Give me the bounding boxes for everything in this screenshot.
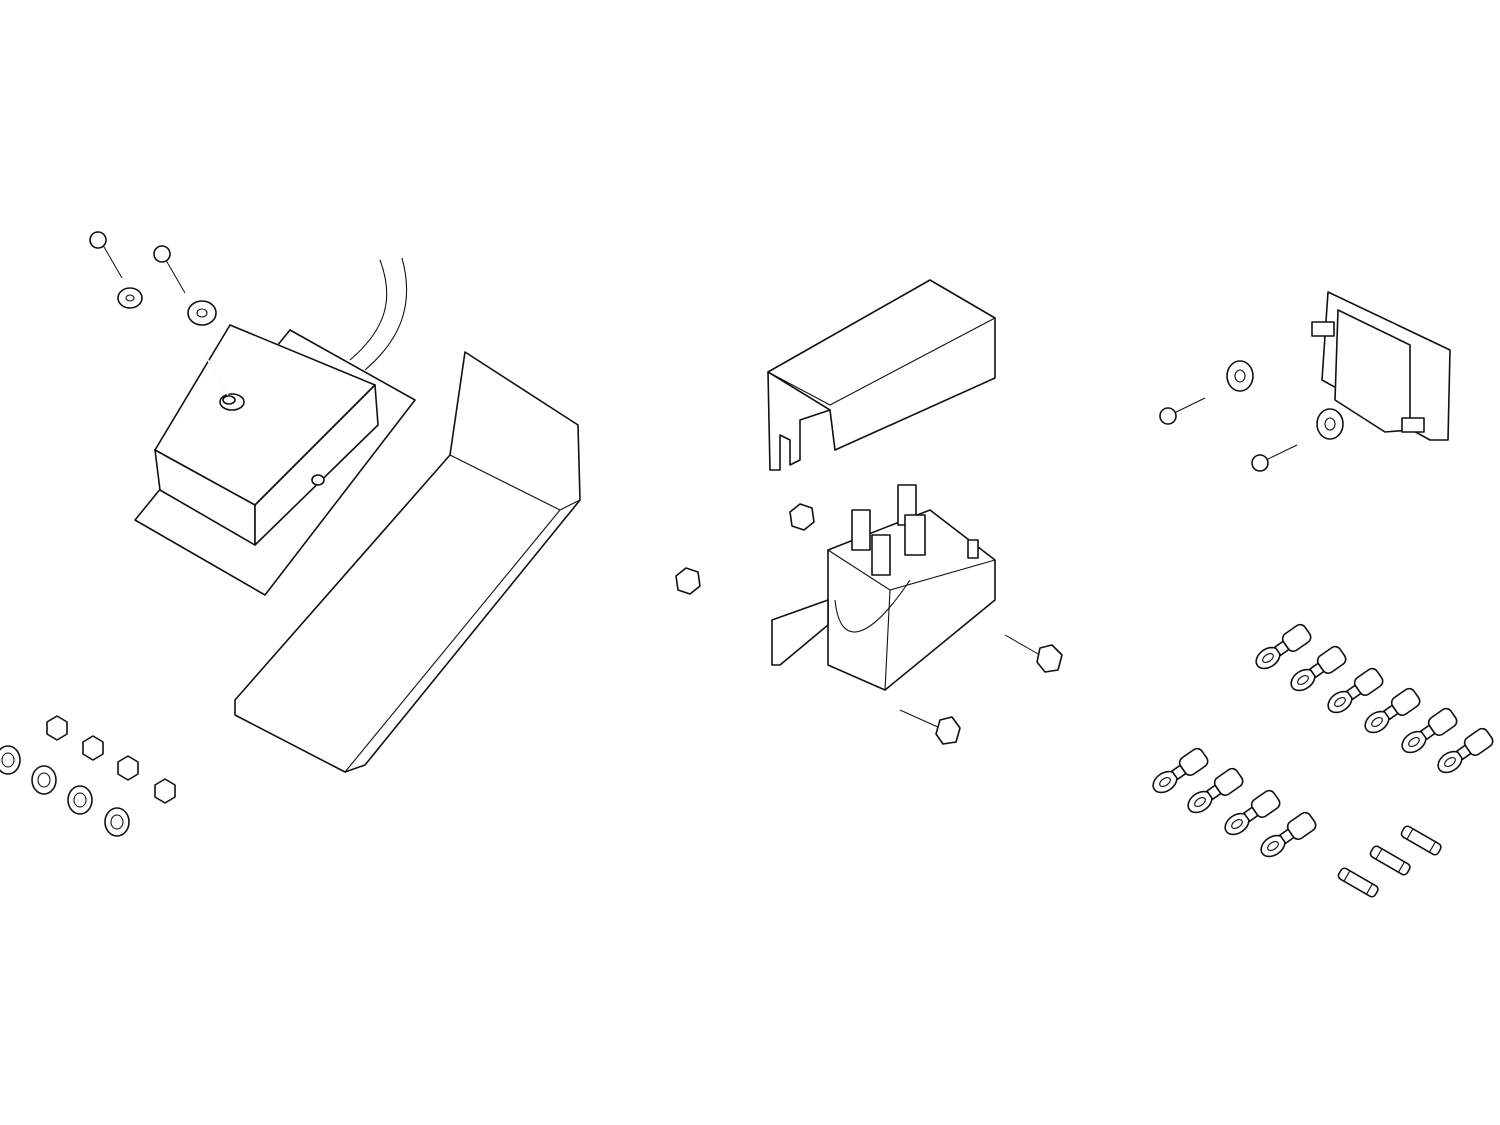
ring-terminal bbox=[1437, 727, 1494, 774]
toggle-switch-box bbox=[134, 324, 416, 596]
solenoid-bolts bbox=[899, 634, 1063, 745]
ring-terminal bbox=[1187, 767, 1244, 814]
circuit-breaker bbox=[1311, 291, 1451, 441]
ring-terminal bbox=[1152, 747, 1209, 794]
breaker-screws bbox=[1159, 360, 1344, 472]
ring-terminal bbox=[1327, 667, 1384, 714]
ring-terminal bbox=[1260, 811, 1317, 858]
ring-terminal bbox=[1290, 645, 1347, 692]
ring-terminals bbox=[1152, 623, 1494, 858]
solenoid-nuts bbox=[675, 503, 815, 595]
solenoid bbox=[771, 484, 996, 691]
toggle-switch-cable bbox=[349, 257, 408, 371]
ring-terminal bbox=[1364, 687, 1421, 734]
ring-terminal bbox=[1224, 789, 1281, 836]
ring-terminal bbox=[1255, 623, 1312, 670]
screws-left bbox=[89, 231, 217, 326]
nuts-and-lock-washers bbox=[0, 715, 176, 837]
fuses bbox=[1337, 825, 1442, 898]
solenoid-cover bbox=[767, 279, 996, 471]
ring-terminal bbox=[1401, 707, 1458, 754]
mounting-bracket bbox=[234, 351, 581, 773]
